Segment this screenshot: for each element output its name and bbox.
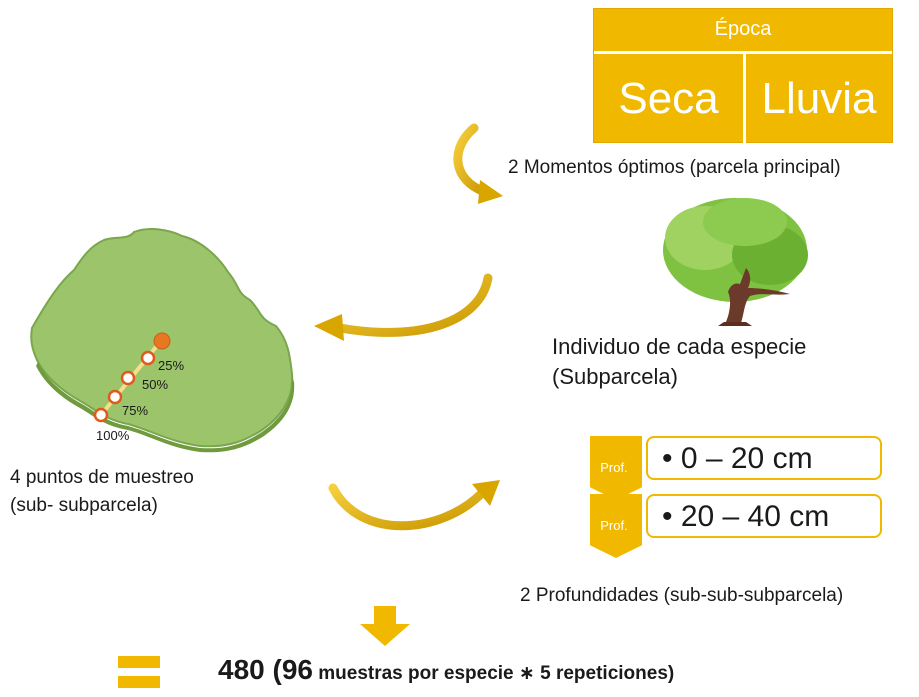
prof-tag: Prof. (590, 436, 642, 500)
origin-point (153, 332, 171, 350)
percent-100: 100% (96, 428, 130, 443)
curved-arrow-3 (328, 480, 500, 531)
total-summary: 480 (96 muestras por especie ∗ 5 repetic… (218, 650, 674, 695)
equals-icon (118, 656, 160, 690)
tree-icon (663, 198, 808, 326)
sample-point-25 (140, 350, 156, 366)
down-arrow-icon (360, 606, 410, 646)
epoca-header: Época (714, 18, 772, 40)
depth-row-1: Prof. • 0 – 20 cm (590, 436, 890, 500)
profundidades-label: 2 Profundidades (sub-sub-subparcela) (520, 585, 844, 606)
multiply-symbol: ∗ (518, 663, 535, 684)
depth-range-0-20: • 0 – 20 cm (646, 436, 882, 480)
depth-row-2: Prof. • 20 – 40 cm (590, 494, 890, 558)
percent-50: 50% (142, 377, 169, 392)
total-reps: 5 repeticiones) (534, 663, 675, 684)
momentos-label: 2 Momentos óptimos (parcela principal) (508, 157, 841, 178)
curved-arrow-1 (453, 123, 503, 204)
depth-range-20-40: • 20 – 40 cm (646, 494, 882, 538)
puntos-label-line1: 4 puntos de muestreo (10, 467, 194, 488)
curved-arrow-2 (314, 273, 493, 341)
epoca-table: Época Seca Lluvia (593, 8, 893, 144)
sample-point-75 (107, 389, 123, 405)
sample-point-100 (93, 407, 109, 423)
table-divider-horizontal (594, 51, 892, 54)
individuo-label-line1: Individuo de cada especie (552, 334, 807, 359)
table-divider-vertical (743, 54, 746, 144)
total-number: 480 (96 (218, 654, 313, 685)
total-text: muestras por especie (312, 663, 519, 684)
percent-75: 75% (122, 403, 149, 418)
prof-tag: Prof. (590, 494, 642, 558)
puntos-label-line2: (sub- subparcela) (10, 495, 158, 516)
percent-25: 25% (158, 358, 185, 373)
individuo-label-line2: (Subparcela) (552, 364, 678, 389)
season-seca: Seca (618, 74, 719, 123)
season-lluvia: Lluvia (761, 74, 877, 123)
sample-point-50 (120, 370, 136, 386)
